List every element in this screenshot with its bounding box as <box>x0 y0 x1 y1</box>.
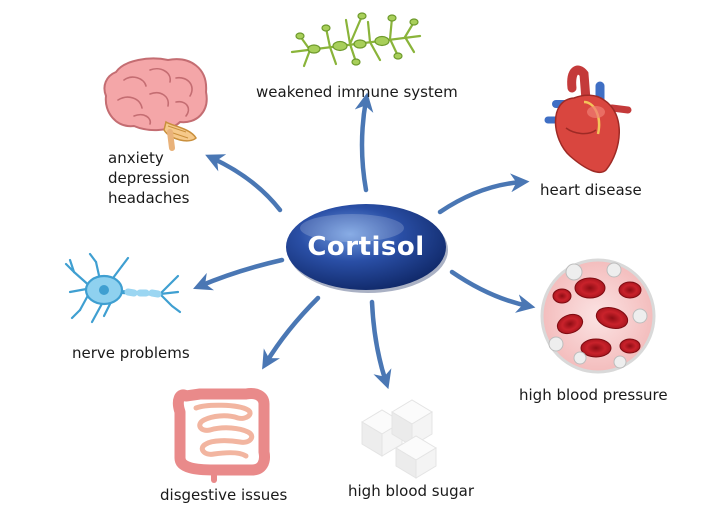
label-weakened-immune-system: weakened immune system <box>256 83 458 101</box>
label-digestive-issues: disgestive issues <box>160 486 288 504</box>
blood-cells-icon <box>540 258 656 374</box>
cortisol-label: Cortisol <box>307 232 425 262</box>
label-nerve-problems: nerve problems <box>72 344 190 362</box>
arrow-mental <box>205 154 283 213</box>
intestines-icon <box>172 388 270 483</box>
neuron-icon <box>64 252 182 324</box>
arrow-immune <box>354 92 374 193</box>
arrow-nerve <box>193 257 285 291</box>
immune-cell-icon <box>290 12 422 68</box>
arrows <box>193 92 536 390</box>
arrow-blood-pressure <box>449 269 536 313</box>
brain-icon <box>103 57 208 151</box>
arrow-blood-sugar <box>369 299 392 390</box>
arrow-heart <box>437 173 530 215</box>
label-anxiety-depression-headaches: anxiety depression headaches <box>108 149 190 207</box>
label-heart-disease: heart disease <box>540 181 642 199</box>
sugar-cubes-icon <box>361 399 437 479</box>
label-high-blood-pressure: high blood pressure <box>519 386 668 404</box>
arrow-digestive <box>262 295 321 370</box>
label-high-blood-sugar: high blood sugar <box>348 482 475 500</box>
cortisol-node <box>286 204 448 293</box>
heart-icon <box>544 65 632 174</box>
